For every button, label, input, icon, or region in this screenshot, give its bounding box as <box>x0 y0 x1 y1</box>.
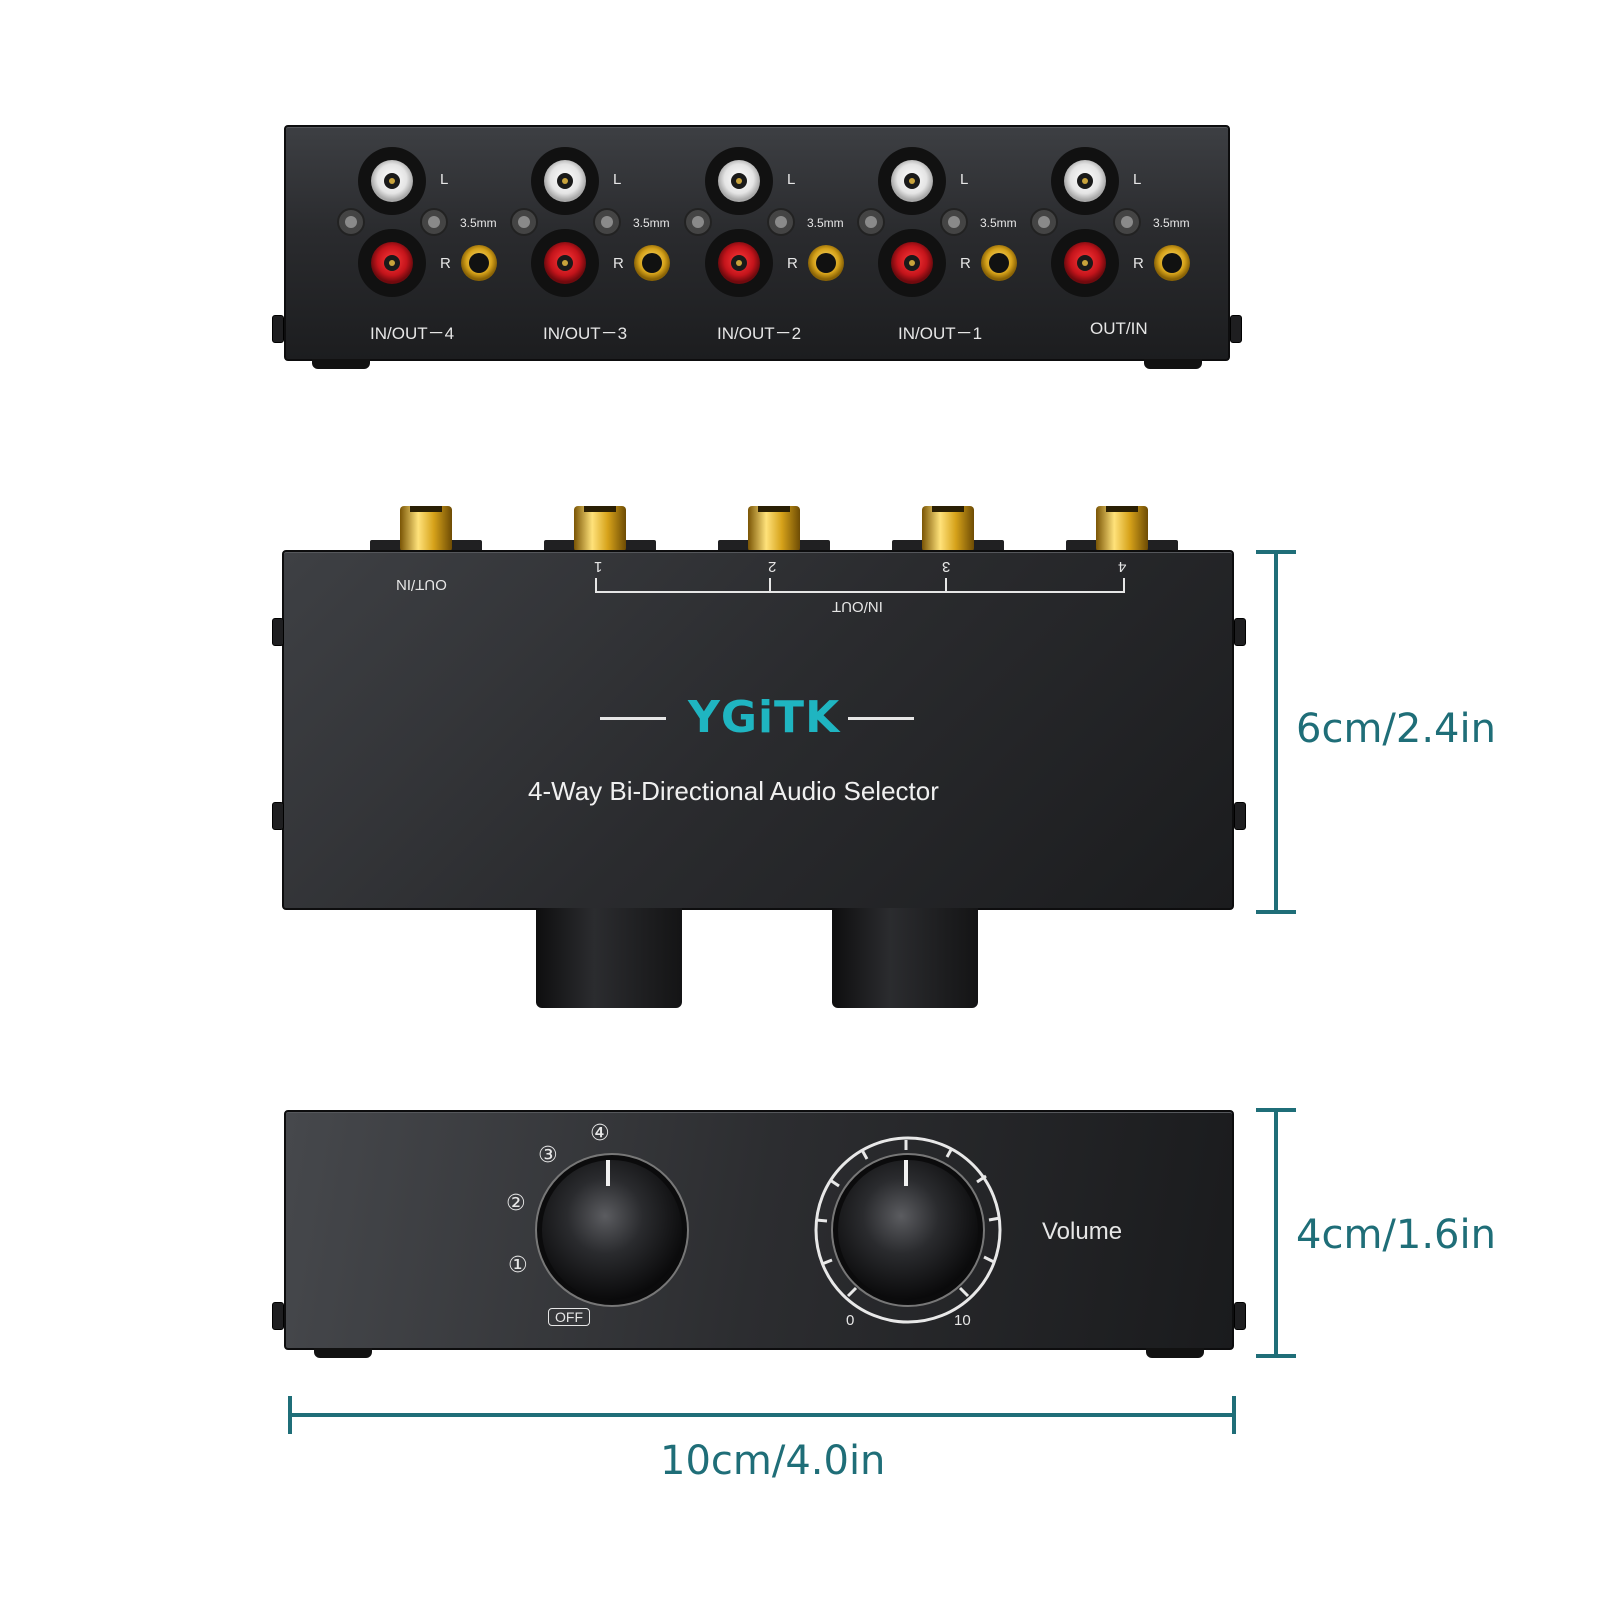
volume-min-label: 0 <box>846 1312 855 1329</box>
rear-group-5 <box>1030 147 1190 297</box>
product-name: 4-Way Bi-Directional Audio Selector <box>528 776 939 806</box>
selector-pos-3: ③ <box>538 1142 558 1167</box>
top-stud-l1 <box>272 618 284 646</box>
rear-r-label-1: R <box>440 255 451 272</box>
rear-group-1 <box>337 147 497 297</box>
selector-off-label: OFF <box>548 1308 590 1326</box>
rear-stud-left <box>272 315 284 343</box>
volume-knob-barrel <box>832 908 978 1008</box>
rear-jack-label-5: 3.5mm <box>1153 216 1190 230</box>
rear-r-label-5: R <box>1133 255 1144 272</box>
brand-line-right <box>848 717 914 720</box>
rear-port-label-2: IN/OUT－3 <box>543 324 628 343</box>
rear-group-4 <box>857 147 1017 297</box>
rear-l-label-4: L <box>960 171 969 188</box>
rear-foot-left <box>312 359 370 369</box>
volume-label: Volume <box>1042 1218 1123 1245</box>
volume-scale-ticks <box>815 1140 1001 1298</box>
top-jack-2 <box>718 506 830 552</box>
top-jacks-drawing <box>370 506 1178 552</box>
rear-jack-label-4: 3.5mm <box>980 216 1017 230</box>
rear-l-label-1: L <box>440 171 449 188</box>
front-foot-left <box>314 1348 372 1358</box>
rear-r-label-4: R <box>960 255 971 272</box>
depth-dimension-label: 6cm/2.4in <box>1296 706 1496 752</box>
brand-logo: YGiTK <box>688 692 841 743</box>
rear-stud-right <box>1230 315 1242 343</box>
rear-port-label-4: IN/OUT－1 <box>898 324 983 343</box>
rear-jack-label-2: 3.5mm <box>633 216 670 230</box>
rear-l-label-3: L <box>787 171 796 188</box>
rear-group-3 <box>684 147 844 297</box>
volume-knob[interactable] <box>814 1136 1002 1324</box>
front-knobs-drawing <box>535 1136 1002 1324</box>
front-stud-left <box>272 1302 284 1330</box>
width-dimension-label: 10cm/4.0in <box>660 1438 886 1484</box>
top-panel <box>282 550 1234 910</box>
rear-r-label-2: R <box>613 255 624 272</box>
rear-view: L R 3.5mm IN/OUT－4 L R 3.5mm IN/OUT－3 L … <box>272 125 1242 369</box>
front-foot-right <box>1146 1348 1204 1358</box>
front-panel <box>284 1110 1234 1350</box>
rear-port-label-3: IN/OUT－2 <box>717 324 802 343</box>
front-view: ④ ③ ② ① OFF 0 10 Volume <box>272 1110 1246 1360</box>
top-jack-3 <box>892 506 1004 552</box>
rear-port-label-5: OUT/IN <box>1090 319 1148 338</box>
top-jack-4 <box>1066 506 1178 552</box>
rear-port-label-1: IN/OUT－4 <box>370 324 455 343</box>
inout-bracket <box>595 578 1125 593</box>
rear-foot-right <box>1144 359 1202 369</box>
top-jack-outin <box>370 506 482 552</box>
height-dimension-label: 4cm/1.6in <box>1296 1212 1496 1258</box>
front-stud-right <box>1234 1302 1246 1330</box>
top-stud-r1 <box>1234 618 1246 646</box>
top-stud-l2 <box>272 802 284 830</box>
selector-knob[interactable] <box>535 1153 689 1307</box>
brand-line-left <box>600 717 666 720</box>
rear-l-label-5: L <box>1133 171 1142 188</box>
rear-r-label-3: R <box>787 255 798 272</box>
rear-jack-label-1: 3.5mm <box>460 216 497 230</box>
top-view: OUT/IN 1 2 3 4 IN/OUT YGiTK 4-Way Bi-Dir… <box>270 500 1250 1020</box>
selector-pos-4: ④ <box>590 1120 610 1145</box>
selector-pos-1: ① <box>508 1252 528 1277</box>
rear-group-2 <box>510 147 670 297</box>
selector-knob-barrel <box>536 908 682 1008</box>
volume-max-label: 10 <box>954 1312 971 1329</box>
rear-l-label-2: L <box>613 171 622 188</box>
top-stud-r2 <box>1234 802 1246 830</box>
selector-pos-2: ② <box>506 1190 526 1215</box>
rear-jack-label-3: 3.5mm <box>807 216 844 230</box>
top-jack-1 <box>544 506 656 552</box>
rear-jacks-drawing <box>337 147 1190 297</box>
